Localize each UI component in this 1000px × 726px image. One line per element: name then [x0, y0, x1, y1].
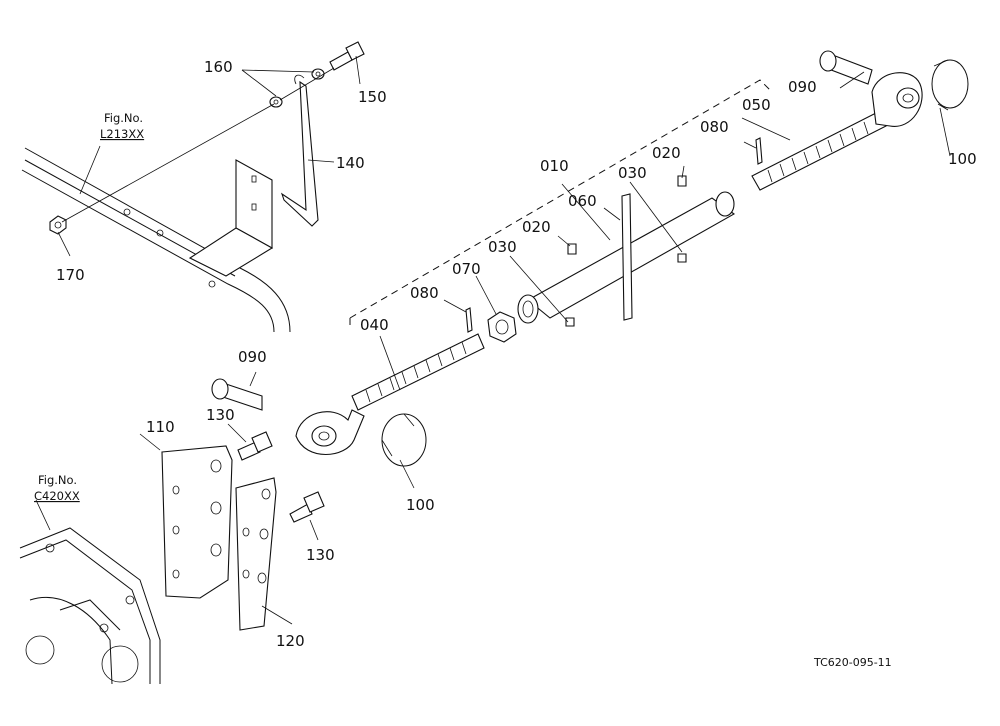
- handle-bar: [621, 193, 633, 321]
- callout-160: 160: [204, 58, 233, 76]
- callout-150: 150: [358, 88, 387, 106]
- callout-010: 010: [540, 157, 569, 175]
- assembly-outline: [349, 79, 773, 319]
- callout-080-lower: 080: [410, 284, 439, 302]
- nut-170: [49, 215, 67, 235]
- callout-090-lower: 090: [238, 348, 267, 366]
- callout-130-upper: 130: [206, 406, 235, 424]
- fig-ref-c420-line1: Fig.No.: [38, 473, 77, 487]
- grease-fitting-020a: [567, 243, 577, 255]
- pin-080a: [465, 307, 473, 333]
- transmission-case: [19, 527, 161, 685]
- callout-020-upper: 020: [652, 144, 681, 162]
- rod-end-lower: [295, 409, 365, 456]
- callout-100-upper: 100: [948, 150, 977, 168]
- callout-170: 170: [56, 266, 85, 284]
- pin-090-upper: [819, 50, 873, 85]
- mounting-bracket: [188, 159, 274, 277]
- fig-ref-l213-line1: Fig.No.: [104, 111, 143, 125]
- rod-end-upper: [871, 72, 923, 127]
- fig-ref-l213-line2: L213XX: [100, 127, 144, 141]
- callout-080-upper: 080: [700, 118, 729, 136]
- lever-140: [280, 74, 319, 227]
- callout-070: 070: [452, 260, 481, 278]
- bolt-130b: [289, 491, 325, 523]
- threaded-rod-050: [751, 111, 887, 191]
- callout-030-upper: 030: [618, 164, 647, 182]
- callout-040: 040: [360, 316, 389, 334]
- callout-020-lower: 020: [522, 218, 551, 236]
- nut-070: [487, 311, 517, 343]
- bracket-plate-110: [161, 445, 233, 599]
- callout-030-lower: 030: [488, 238, 517, 256]
- bolt-130a: [237, 431, 273, 461]
- callout-050: 050: [742, 96, 771, 114]
- callout-110: 110: [146, 418, 175, 436]
- frame-rail: [21, 147, 291, 333]
- bolt-150: [329, 41, 365, 71]
- bracket-plate-120: [235, 477, 277, 631]
- drawing-code: TC620-095-11: [813, 656, 892, 669]
- fig-ref-c420-line2: C420XX: [34, 489, 80, 503]
- callout-060: 060: [568, 192, 597, 210]
- lynch-pin-100-lower: [381, 413, 427, 467]
- callout-140: 140: [336, 154, 365, 172]
- threaded-rod-040: [351, 333, 485, 411]
- callout-090-upper: 090: [788, 78, 817, 96]
- callout-130-lower: 130: [306, 546, 335, 564]
- leader-lines: [35, 55, 951, 625]
- plug-030a: [565, 317, 575, 327]
- plug-030b: [677, 253, 687, 263]
- pin-090-lower: [211, 378, 263, 411]
- lynch-pin-100-upper: [931, 59, 969, 111]
- callout-100-lower: 100: [406, 496, 435, 514]
- callout-120: 120: [276, 632, 305, 650]
- pin-080b: [755, 137, 763, 165]
- grease-fitting-020b: [677, 175, 687, 187]
